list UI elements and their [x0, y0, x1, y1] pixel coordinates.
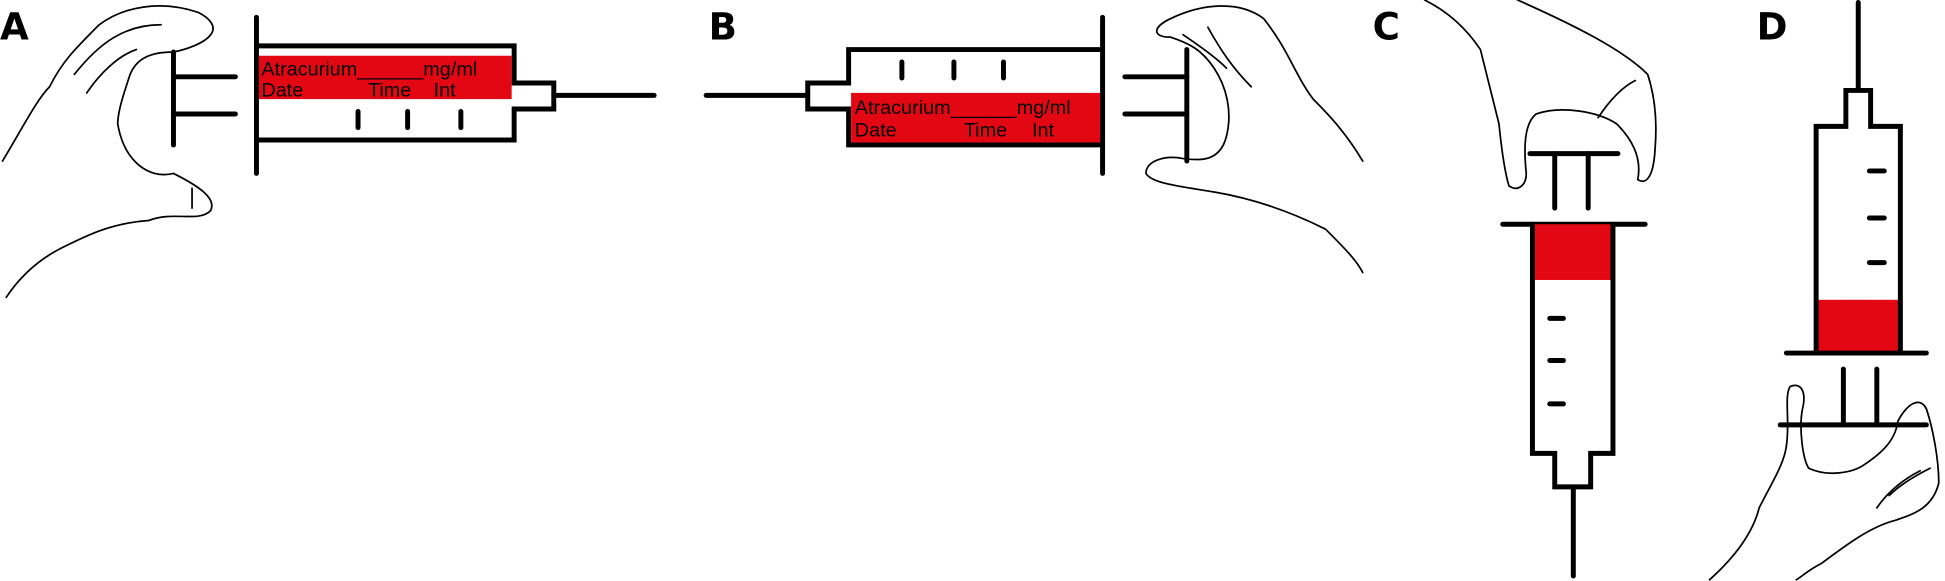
hand-icon — [1423, 0, 1657, 190]
medication-fill — [1532, 224, 1613, 280]
panel-letter-b: B — [709, 6, 737, 49]
medication-label — [258, 55, 512, 100]
hand-icon — [1145, 5, 1364, 274]
syringe-barrel — [1813, 87, 1903, 356]
label-drug-line: Atracurium______mg/ml — [261, 59, 477, 81]
label-int: Int — [434, 80, 457, 102]
panel-b: B Atracurium______mg/ml Date Time Int — [703, 5, 1364, 274]
graduation-marks — [899, 59, 1006, 81]
graduation-marks — [1866, 168, 1887, 266]
panel-letter-d: D — [1757, 6, 1788, 49]
panel-a: A Atracurium______mg/ml Date Time Int — [0, 5, 657, 299]
label-int: Int — [1032, 119, 1055, 141]
hand-icon — [1708, 384, 1940, 581]
graduation-marks — [1547, 315, 1566, 407]
label-date: Date — [855, 119, 897, 141]
label-time: Time — [368, 80, 411, 102]
hand-icon — [1, 5, 214, 299]
panel-d: D — [1708, 0, 1940, 581]
label-time: Time — [964, 119, 1007, 141]
panel-c: C — [1373, 0, 1657, 579]
panel-letter-c: C — [1373, 6, 1400, 49]
graduation-marks — [355, 109, 464, 131]
medication-fill — [1816, 299, 1901, 354]
label-date: Date — [261, 80, 303, 102]
panel-letter-a: A — [0, 6, 29, 49]
syringe-barrel — [805, 47, 1106, 148]
medication-label — [851, 92, 1101, 143]
label-drug-line: Atracurium______mg/ml — [855, 97, 1071, 119]
